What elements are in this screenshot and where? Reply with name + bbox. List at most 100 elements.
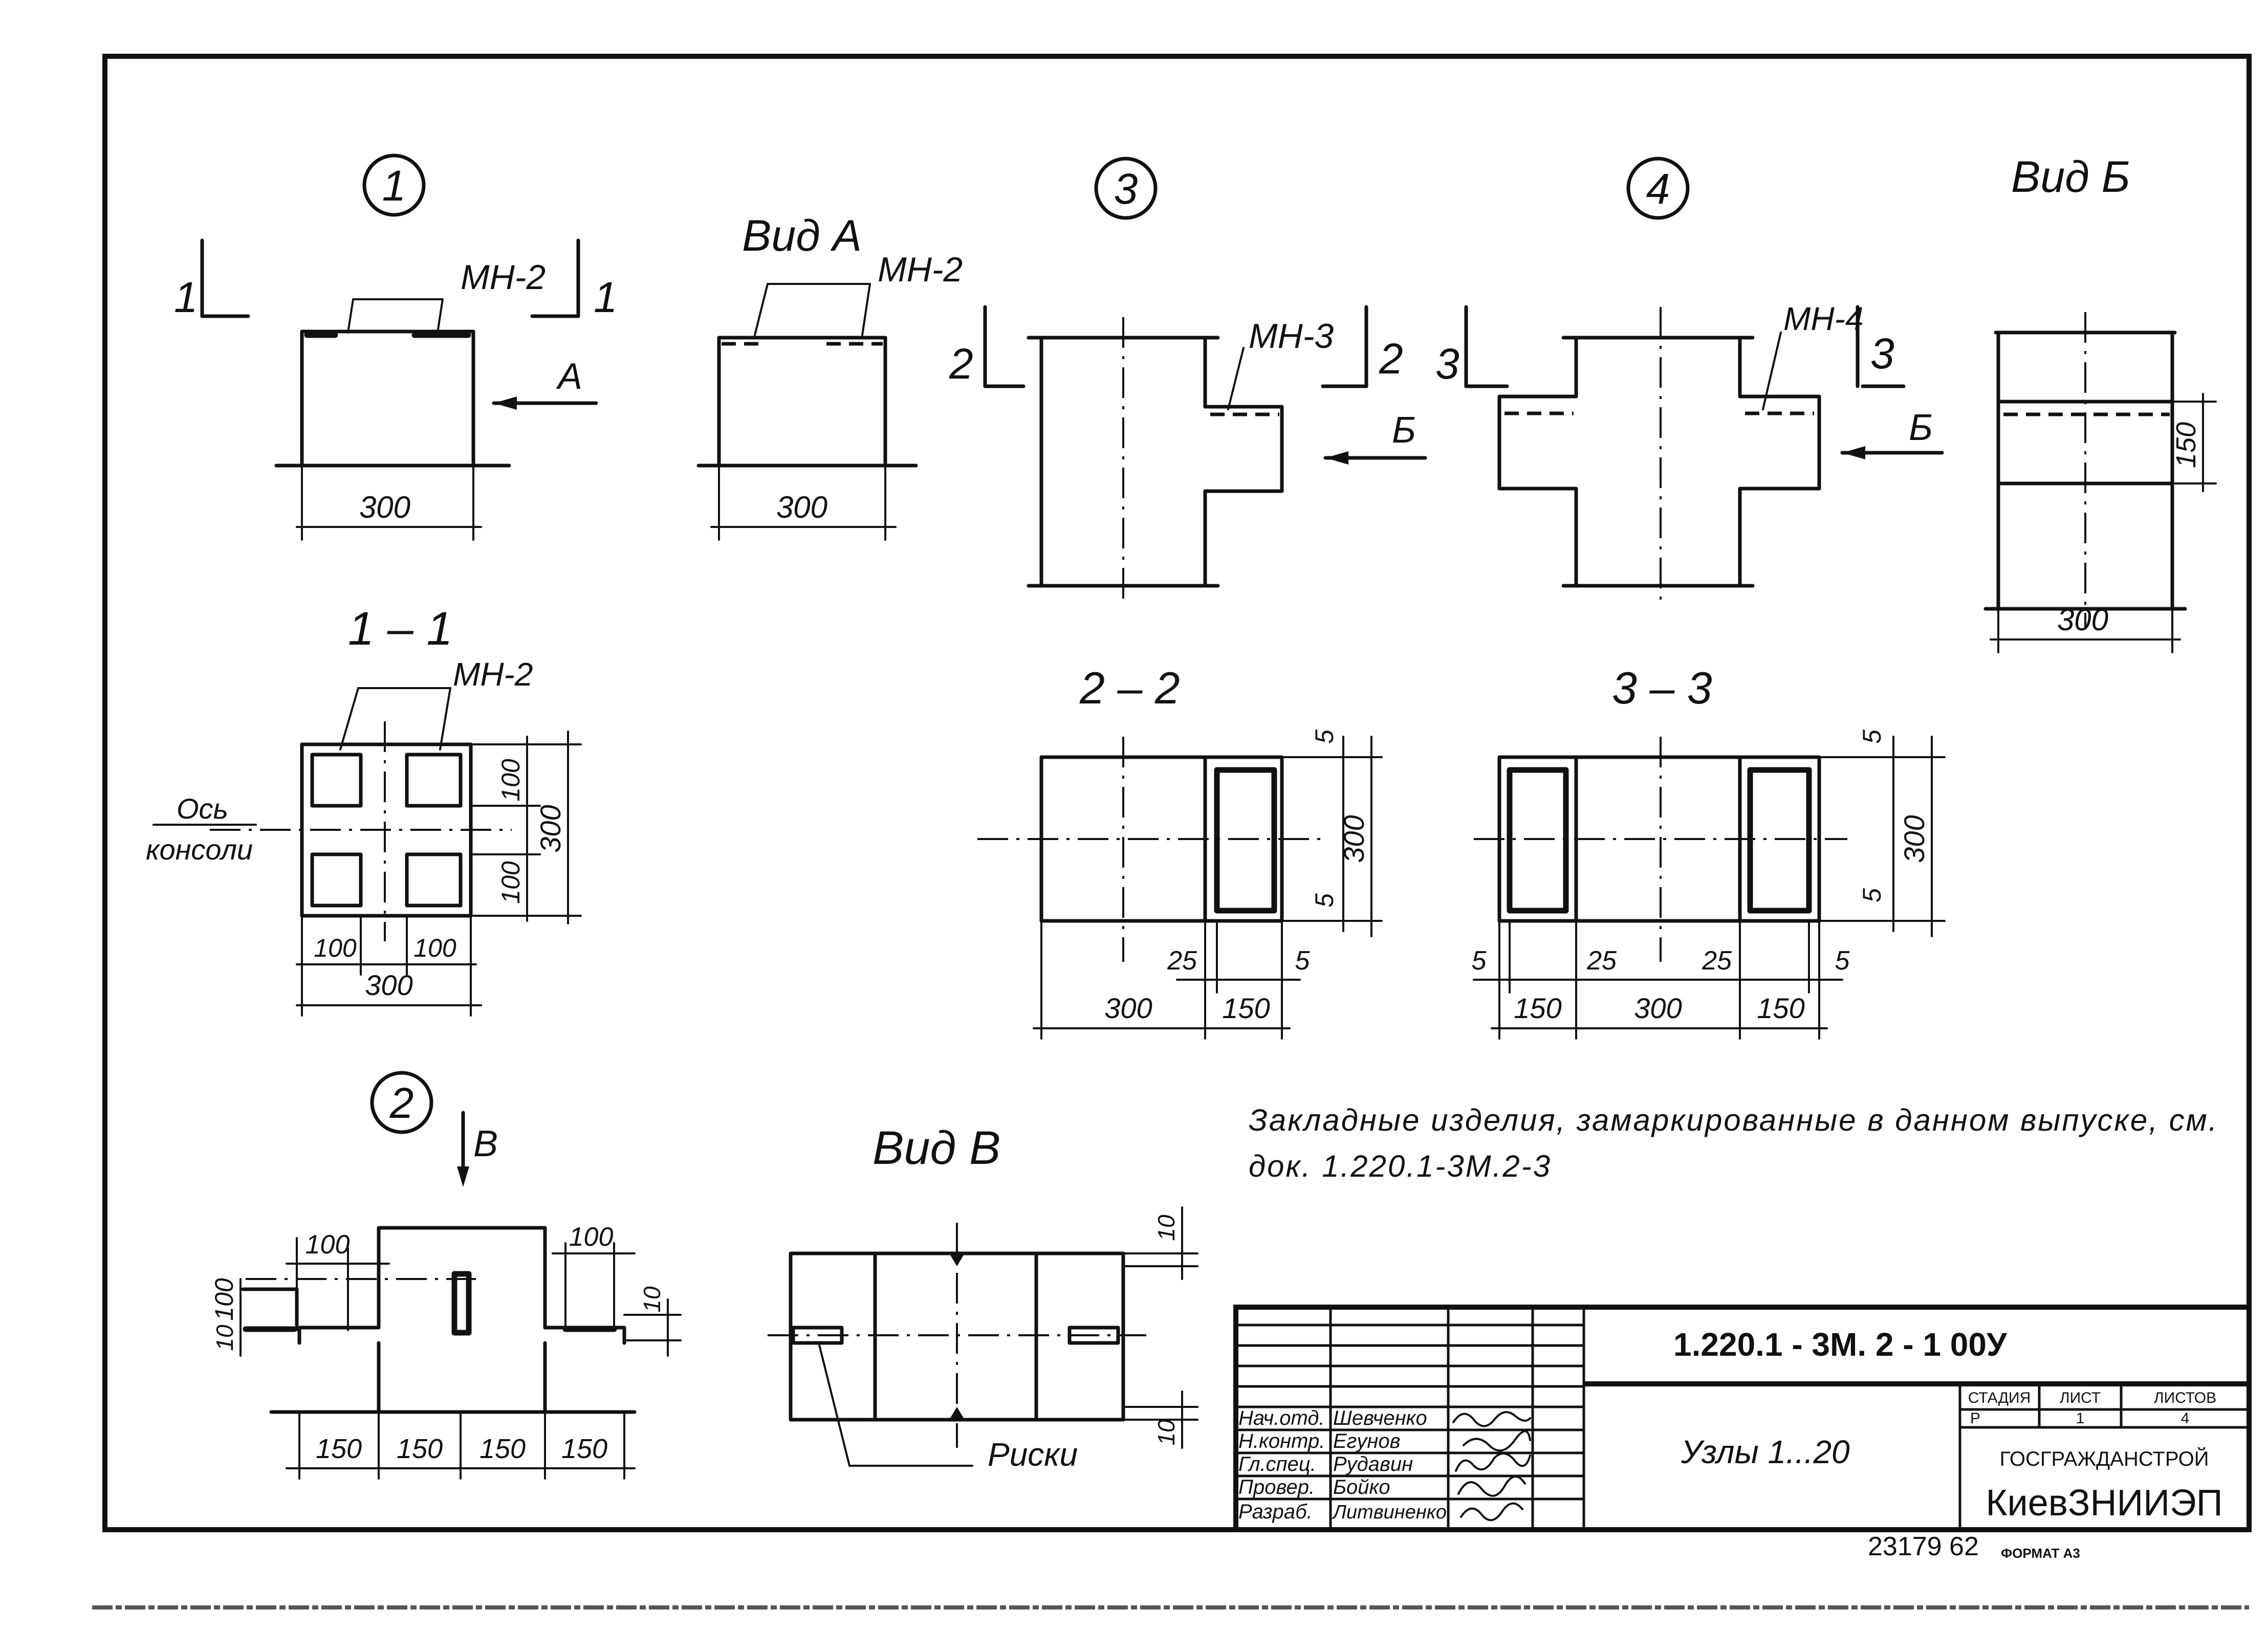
note-line-1: Закладные изделия, замаркированные в дан… — [1249, 1103, 2218, 1137]
title-sheets-header: ЛИСТОВ — [2154, 1390, 2216, 1406]
view-v: Вид В Риски 10 10 — [768, 1122, 1198, 1473]
footer-inventory-number: 23179 62 — [1868, 1532, 1979, 1561]
footer-format: ФОРМАТ А3 — [2001, 1546, 2080, 1561]
section-1-1-embed-label: МН-2 — [453, 656, 533, 693]
title-org-2: КиевЗНИИЭП — [1986, 1483, 2223, 1524]
title-role-1: Нач.отд. — [1238, 1407, 1325, 1429]
node-2-dim-w3: 150 — [479, 1433, 526, 1464]
node-2-dim-w1: 150 — [316, 1433, 362, 1464]
section-1-1-dim-w: 300 — [365, 969, 412, 1001]
node-4-cut-right: 3 — [1870, 329, 1894, 378]
title-role-2: Н.контр. — [1238, 1430, 1325, 1452]
node-4: 4 МН-4 3 3 Б — [1435, 157, 1944, 606]
section-1-1-dim-b: 100 — [496, 861, 525, 904]
drawing-frame — [92, 54, 2252, 1609]
footer: 23179 62 ФОРМАТ А3 — [1868, 1532, 2080, 1561]
view-v-dim-10-bottom: 10 — [1153, 1419, 1180, 1446]
section-2-2-title: 2 – 2 — [1079, 663, 1180, 713]
section-2-2-dim-w2: 150 — [1222, 992, 1270, 1024]
node-2-dim-100-right: 100 — [569, 1222, 614, 1252]
node-1: 1 МН-2 300 1 1 А — [174, 153, 618, 541]
section-3-3-dim-25-right: 25 — [1702, 946, 1732, 976]
section-1-1-dim-c: 100 — [314, 934, 357, 962]
section-3-3-title: 3 – 3 — [1612, 663, 1712, 713]
section-3-3-dim-5-left: 5 — [1472, 946, 1487, 976]
node-1-view-arrow-label: А — [556, 356, 582, 397]
node-1-mark-circle — [362, 153, 426, 217]
node-4-mark: 4 — [1646, 165, 1670, 213]
section-1-1-axis-label-2: консоли — [146, 833, 253, 866]
title-name-4: Бойко — [1333, 1476, 1390, 1498]
title-sheet-title: Узлы 1...20 — [1681, 1433, 1850, 1470]
node-3-mark: 3 — [1114, 165, 1138, 213]
title-sheet: 1 — [2076, 1410, 2085, 1427]
title-name-2: Егунов — [1333, 1430, 1401, 1452]
section-3-3-dim-w3: 150 — [1757, 992, 1804, 1024]
node-2-dim-100-left: 100 — [306, 1230, 350, 1260]
view-v-marks-label: Риски — [988, 1436, 1078, 1473]
title-doc-code: 1.220.1 - 3М. 2 - 1 00У — [1673, 1326, 2008, 1363]
node-3-embed-label: МН-3 — [1249, 317, 1334, 356]
title-stage-header: СТАДИЯ — [1968, 1390, 2031, 1406]
section-3-3-dim-w2: 300 — [1634, 992, 1682, 1024]
node-2: 2 В 100 100 10 100 10 — [210, 1071, 682, 1480]
node-3-cut-left: 2 — [949, 340, 973, 388]
section-3-3-dim-25-left: 25 — [1586, 946, 1617, 976]
node-2-dim-w4: 150 — [561, 1433, 607, 1464]
section-1-1-dim-d: 100 — [413, 934, 456, 962]
node-4-cut-left: 3 — [1435, 340, 1459, 388]
section-2-2-dim-gap2: 5 — [1295, 946, 1311, 976]
view-v-title: Вид В — [873, 1122, 1000, 1174]
section-2-2-dim-h: 300 — [1338, 815, 1370, 863]
node-4-mark-circle — [1626, 157, 1690, 220]
view-b-dim-height: 150 — [2171, 422, 2201, 468]
node-2-view-arrow-label: В — [473, 1123, 498, 1164]
node-2-dim-10-left: 10 — [211, 1325, 238, 1351]
title-sheets: 4 — [2181, 1410, 2190, 1427]
node-1-embed-label: МН-2 — [461, 258, 546, 297]
node-1-cut-left: 1 — [174, 273, 198, 321]
node-4-view-arrow-label: Б — [1909, 407, 1933, 448]
section-3-3-dim-bot: 5 — [1858, 888, 1886, 902]
section-3-3-dim-5-right: 5 — [1835, 946, 1850, 976]
title-role-5: Разраб. — [1238, 1501, 1313, 1523]
view-b: Вид Б 150 300 — [1983, 152, 2217, 653]
section-2-2-dim-bot: 5 — [1310, 893, 1339, 908]
node-2-mark: 2 — [389, 1079, 414, 1127]
section-1-1-dim-h: 300 — [534, 805, 566, 852]
node-1-cut-right: 1 — [594, 273, 618, 321]
title-name-3: Рудавин — [1333, 1453, 1413, 1475]
node-3-cut-right: 2 — [1379, 335, 1403, 383]
general-note: Закладные изделия, замаркированные в дан… — [1249, 1103, 2218, 1183]
section-3-3: 3 – 3 5 5 300 5 25 25 5 150 300 150 — [1472, 663, 1946, 1040]
view-v-dim-10-top: 10 — [1153, 1215, 1180, 1241]
title-org-1: ГОСГРАЖДАНСТРОЙ — [1999, 1447, 2209, 1470]
node-3: 3 МН-3 2 2 Б — [949, 157, 1427, 604]
section-3-3-dim-w1: 150 — [1514, 992, 1561, 1024]
view-a-title: Вид А — [742, 211, 862, 260]
view-a-dim-width: 300 — [776, 490, 827, 524]
node-2-dim-10-right: 10 — [639, 1286, 665, 1313]
title-name-5: Литвиненко — [1332, 1502, 1447, 1523]
node-4-embed-label: МН-4 — [1783, 300, 1863, 337]
view-a-embed-label: МН-2 — [878, 250, 963, 289]
node-3-mark-circle — [1094, 157, 1158, 220]
node-2-dim-100-vert: 100 — [210, 1278, 238, 1321]
note-line-2: док. 1.220.1-3М.2-3 — [1249, 1149, 1552, 1183]
section-2-2-dim-top: 5 — [1310, 730, 1339, 744]
view-a: Вид А МН-2 300 — [696, 211, 963, 541]
title-role-3: Гл.спец. — [1238, 1453, 1316, 1475]
node-1-dim-width: 300 — [359, 490, 410, 524]
section-1-1-axis-label-1: Ось — [177, 792, 228, 825]
title-stage: Р — [1970, 1410, 1980, 1427]
section-3-3-dim-top: 5 — [1858, 730, 1886, 744]
title-name-1: Шевченко — [1333, 1407, 1427, 1429]
section-3-3-dim-h: 300 — [1898, 815, 1930, 863]
title-role-4: Провер. — [1238, 1476, 1315, 1498]
section-1-1-dim-a: 100 — [496, 759, 525, 802]
node-2-mark-circle — [370, 1071, 433, 1134]
title-block: Нач.отд. Н.контр. Гл.спец. Провер. Разра… — [1233, 1305, 2252, 1532]
section-1-1: 1 – 1 МН-2 Ось консоли 100 100 300 100 1… — [146, 603, 582, 1017]
view-b-dim-width: 300 — [2057, 603, 2108, 637]
node-2-dim-w2: 150 — [397, 1433, 443, 1464]
